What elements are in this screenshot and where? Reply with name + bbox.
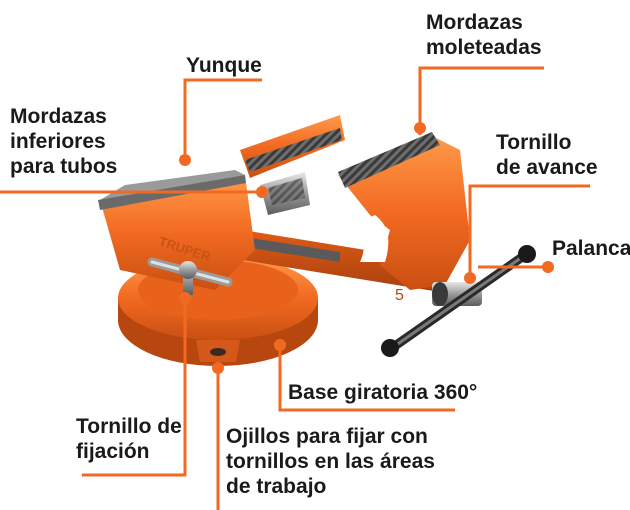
label-tornillo-fijacion: Tornillo de fijación [76,415,182,463]
label-mordazas-moleteadas: Mordazas moleteadas [426,11,542,59]
spindle-and-handle [381,245,536,357]
slide-bar: 5 [230,228,440,304]
clamp-screw [147,257,233,295]
leader-tornillo-fijacion [82,298,187,477]
leader-yunque [183,78,262,160]
label-base-giratoria: Base giratoria 360° [288,381,478,404]
leader-tornillo-avance [468,184,590,278]
label-ojillos: Ojillos para fijar con tornillos en las … [226,425,435,498]
label-palanca: Palanca [552,237,630,260]
label-mordazas-inferiores: Mordazas inferiores para tubos [10,105,118,178]
movable-jaw [338,132,470,290]
leader-mordazas-moleteadas [418,66,544,135]
label-tornillo-avance: Tornillo de avance [496,131,598,179]
size-mark: 5 [395,287,404,304]
leader-lines [0,66,590,510]
leader-dots [179,122,554,374]
label-yunque: Yunque [186,54,262,77]
pipe-jaws [260,172,310,215]
leader-base-giratoria [278,345,455,412]
